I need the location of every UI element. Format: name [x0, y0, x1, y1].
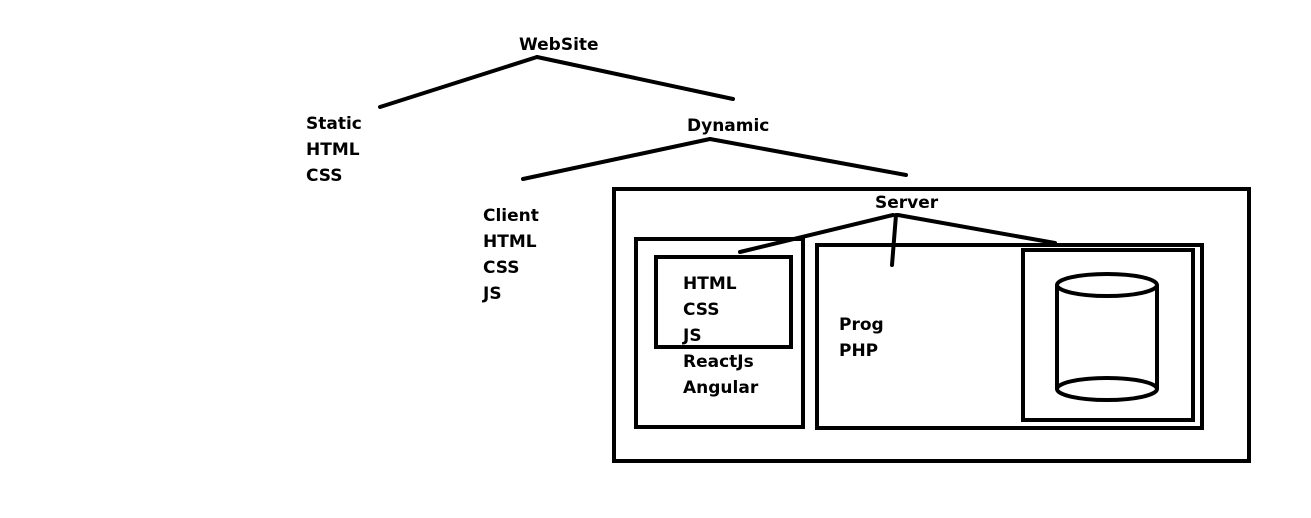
website-label: WebSite: [519, 35, 599, 55]
edge-dynamic-server: [708, 137, 908, 177]
edge-website-dynamic: [535, 55, 735, 101]
frontend-item-reactjs: ReactJs: [683, 352, 754, 372]
server-label: Server: [875, 193, 939, 213]
server-connectors: [738, 213, 1057, 267]
client-item-css: CSS: [483, 258, 520, 278]
backend-items: Prog PHP: [839, 312, 884, 364]
frontend-items: HTML CSS JS ReactJs Angular: [683, 271, 758, 401]
frontend-item-css: CSS: [683, 300, 720, 320]
static-title: Static: [306, 114, 362, 134]
backend-box: [815, 243, 1204, 430]
frontend-item-angular: Angular: [683, 378, 759, 398]
frontend-item-html: HTML: [683, 274, 737, 294]
backend-item-php: PHP: [839, 341, 879, 361]
frontend-box: [634, 237, 805, 429]
edge-server-backend: [890, 213, 898, 267]
static-item-html: HTML: [306, 140, 360, 160]
database-box: [1021, 248, 1195, 422]
static-node: Static HTML CSS: [306, 111, 362, 189]
edge-server-frontend: [738, 213, 895, 254]
dynamic-label: Dynamic: [687, 116, 770, 136]
frontend-inner-box: [654, 255, 793, 349]
client-item-html: HTML: [483, 232, 537, 252]
frontend-item-js: JS: [683, 326, 702, 346]
edge-website-static: [378, 55, 539, 109]
tree-connectors: [378, 55, 908, 181]
server-container-box: [612, 187, 1251, 463]
client-node: Client HTML CSS JS: [483, 203, 539, 307]
backend-item-prog: Prog: [839, 315, 884, 335]
edge-dynamic-client: [521, 137, 712, 181]
edge-server-database: [896, 213, 1057, 245]
database-cylinder-icon: [1055, 272, 1159, 402]
client-item-js: JS: [483, 284, 502, 304]
static-item-css: CSS: [306, 166, 343, 186]
client-title: Client: [483, 206, 539, 226]
